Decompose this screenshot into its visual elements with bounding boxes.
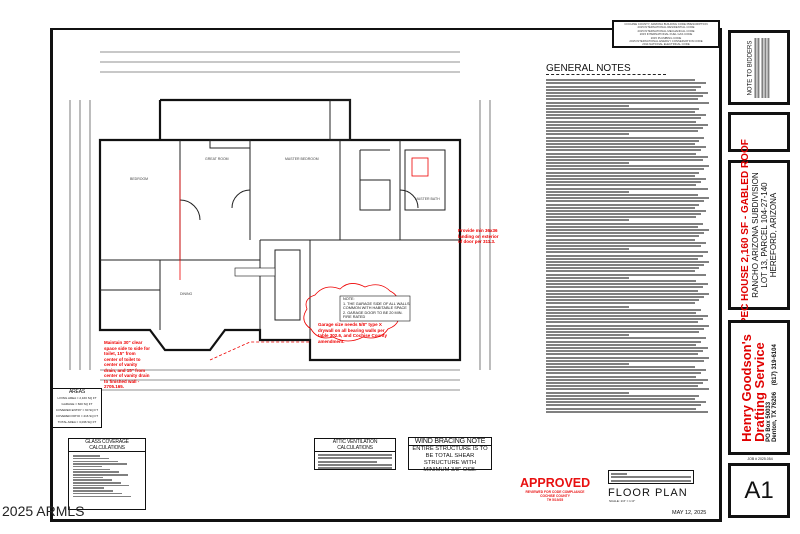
job-number: JOB # 2025.054 <box>747 457 773 461</box>
svg-text:MASTER BEDROOM: MASTER BEDROOM <box>285 157 319 161</box>
sheet-scale: SCALE: 1/4" = 1'-0" <box>609 499 636 503</box>
general-notes-body: document.write(Array.from({length:105},(… <box>546 78 711 428</box>
firm-block: Henry Goodson's Drafting Service PO Box … <box>728 320 790 455</box>
garage-fire-note: NOTE: 1. THE GARAGE SIDE OF ALL WALLS CO… <box>343 297 411 320</box>
note-item: 1. THE GARAGE SIDE OF ALL WALLS COMMON W… <box>343 301 410 311</box>
red-note-garage: Garage size needs 5/8" type X drywall on… <box>318 322 388 344</box>
sheet-note-box <box>608 470 694 484</box>
note-title: NOTE: <box>343 297 355 301</box>
project-title-block: SPEC HOUSE 2,160 SF - GABLED ROOF RANCHO… <box>728 139 790 331</box>
red-note-toilet: Maintain 30" clear space side to side fo… <box>104 340 151 389</box>
wind-bracing-note: WIND BRACING NOTE ENTIRE STRUCTURE IS TO… <box>408 437 492 473</box>
approved-stamp: APPROVED REVIEWED FOR CODE COMPLIANCE CO… <box>520 476 591 502</box>
sheet-date: MAY 12, 2025 <box>672 510 707 516</box>
svg-text:MASTER BATH: MASTER BATH <box>415 197 440 201</box>
svg-text:BEDROOM: BEDROOM <box>130 177 148 181</box>
red-note-landing: Provide min 36x36 landing on exterior of… <box>458 228 499 244</box>
blank-block <box>728 112 790 152</box>
floor-plan-drawing: BEDROOM GREAT ROOM MASTER BEDROOM MASTER B… <box>69 51 491 391</box>
svg-text:DINING: DINING <box>180 292 193 296</box>
watermark: 2025 ARMLS <box>2 503 85 519</box>
code-compliance-box: COCHISE COUNTY, ARIZONA BUILDING CODE PR… <box>612 20 720 48</box>
attic-ventilation-table: ATTIC VENTILATION CALCULATIONS <box>314 438 396 470</box>
svg-text:GREAT ROOM: GREAT ROOM <box>205 157 229 161</box>
sheet-number-block: A1 <box>728 463 790 518</box>
general-notes-title: GENERAL NOTES <box>546 63 666 75</box>
note-to-bidders-block: NOTE TO BIDDERS <box>728 30 790 105</box>
sheet-title: FLOOR PLAN <box>608 487 688 499</box>
glass-coverage-table: GLASS COVERAGE CALCULATIONS document.wri… <box>68 438 146 510</box>
note-item: 2. GARAGE DOOR TO BE 20 MIN. FIRE RATED <box>343 310 403 320</box>
drawing-sheet-border <box>50 28 722 522</box>
